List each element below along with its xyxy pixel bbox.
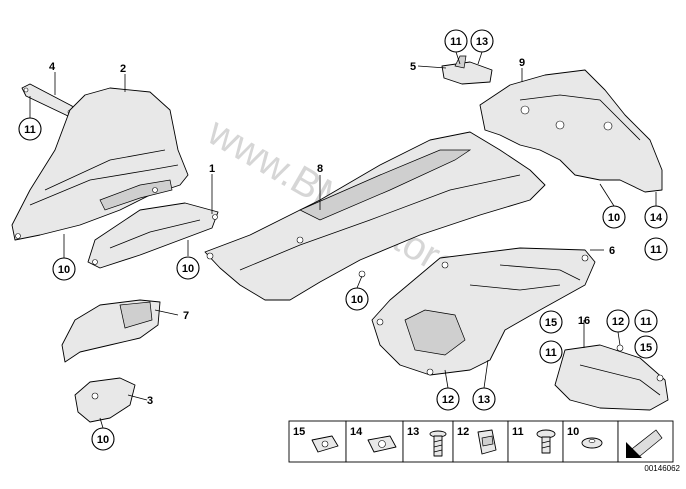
screw-icon bbox=[429, 430, 447, 457]
label-part-5: 5 bbox=[410, 61, 416, 73]
part-1-shield bbox=[87, 202, 219, 269]
svg-text:11: 11 bbox=[24, 124, 36, 136]
svg-text:13: 13 bbox=[478, 394, 490, 406]
svg-text:11: 11 bbox=[640, 316, 652, 328]
label-part-2: 2 bbox=[120, 63, 126, 75]
svg-text:12: 12 bbox=[442, 394, 454, 406]
callout-12-b: 12 bbox=[606, 309, 630, 333]
callout-11-left: 11 bbox=[18, 117, 42, 141]
callout-10-e: 10 bbox=[91, 427, 115, 451]
clip-nut-icon bbox=[311, 435, 339, 453]
label-part-8: 8 bbox=[317, 163, 323, 175]
callout-10-c: 10 bbox=[345, 287, 369, 311]
arrow-icon bbox=[626, 429, 663, 458]
part-16-shield bbox=[554, 344, 669, 411]
callout-10-d: 10 bbox=[602, 205, 626, 229]
svg-text:10: 10 bbox=[351, 294, 363, 306]
callout-15-b: 15 bbox=[634, 335, 658, 359]
label-part-7: 7 bbox=[183, 310, 189, 322]
svg-text:11: 11 bbox=[650, 244, 662, 256]
label-part-9: 9 bbox=[519, 57, 525, 69]
svg-text:10: 10 bbox=[58, 264, 70, 276]
legend-label-3: 12 bbox=[457, 426, 469, 438]
part-6-underbody-plate bbox=[371, 247, 596, 376]
svg-text:15: 15 bbox=[545, 317, 557, 329]
callout-10-b: 10 bbox=[176, 256, 200, 280]
leader-lines bbox=[29, 51, 657, 429]
clip-icon bbox=[477, 429, 497, 455]
legend-label-1: 14 bbox=[350, 426, 363, 438]
label-part-16: 16 bbox=[578, 315, 590, 327]
callout-11-top: 11 bbox=[444, 29, 468, 53]
washer-icon bbox=[581, 437, 603, 449]
callout-11-mid: 11 bbox=[539, 340, 563, 364]
callout-12-a: 12 bbox=[436, 387, 460, 411]
callout-13-b: 13 bbox=[472, 387, 496, 411]
svg-text:11: 11 bbox=[545, 347, 557, 359]
legend-label-2: 13 bbox=[407, 426, 419, 438]
legend-label-5: 10 bbox=[567, 426, 579, 438]
part-5-bracket bbox=[441, 55, 493, 85]
part-8-tunnel-shield bbox=[204, 131, 546, 301]
part-9-shield bbox=[479, 69, 663, 193]
svg-text:10: 10 bbox=[97, 434, 109, 446]
svg-text:15: 15 bbox=[640, 342, 652, 354]
label-part-1: 1 bbox=[209, 163, 215, 175]
callout-13-top: 13 bbox=[470, 29, 494, 53]
part-3-shield bbox=[74, 377, 136, 423]
legend-label-4: 11 bbox=[512, 426, 524, 438]
legend-label-0: 15 bbox=[293, 426, 305, 438]
callout-11-b: 11 bbox=[634, 309, 658, 333]
label-part-3: 3 bbox=[147, 395, 153, 407]
part-2-heat-shield bbox=[11, 87, 189, 241]
callout-10-a: 10 bbox=[52, 257, 76, 281]
svg-text:10: 10 bbox=[182, 263, 194, 275]
svg-text:12: 12 bbox=[612, 316, 624, 328]
svg-text:10: 10 bbox=[608, 212, 620, 224]
image-code: 00146062 bbox=[644, 464, 680, 473]
svg-text:13: 13 bbox=[476, 36, 488, 48]
svg-text:14: 14 bbox=[650, 212, 663, 224]
svg-text:11: 11 bbox=[450, 36, 462, 48]
fastener-legend: 15 14 13 12 11 10 bbox=[288, 420, 674, 463]
callout-11-right: 11 bbox=[644, 237, 668, 261]
callout-14: 14 bbox=[644, 205, 668, 229]
label-part-6: 6 bbox=[609, 245, 615, 257]
label-part-4: 4 bbox=[49, 61, 56, 73]
part-7-shield bbox=[61, 299, 161, 363]
rivet-icon bbox=[536, 429, 556, 454]
callout-15-a: 15 bbox=[539, 310, 563, 334]
clip-nut-icon bbox=[367, 435, 397, 453]
